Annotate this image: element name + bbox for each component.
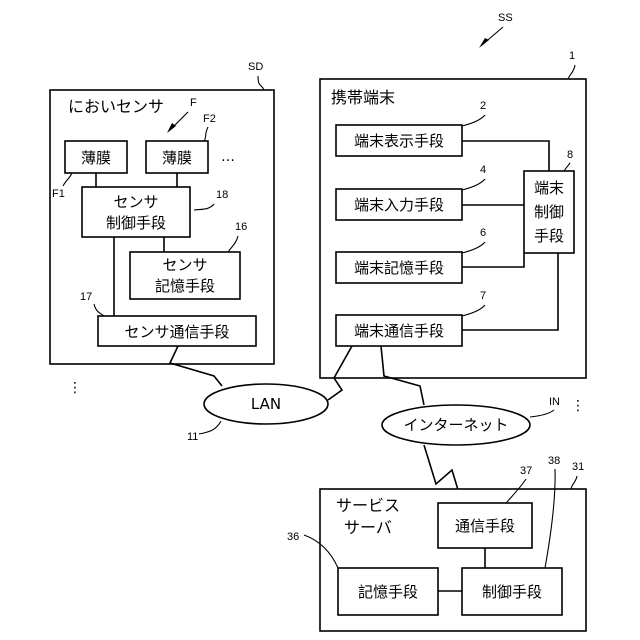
label-37: 37 bbox=[520, 465, 532, 477]
sensor-control-label-line1: センサ bbox=[113, 193, 158, 211]
sensor-comm-label: センサ通信手段 bbox=[124, 323, 229, 341]
label-38: 38 bbox=[548, 455, 560, 467]
label-4: 4 bbox=[480, 164, 486, 176]
terminal-storage-label: 端末記憶手段 bbox=[354, 259, 444, 277]
label-8: 8 bbox=[567, 149, 573, 161]
thin-film-ellipsis: … bbox=[221, 149, 235, 165]
sensor-storage-label-line2: 記憶手段 bbox=[155, 277, 215, 295]
sensor-control-label-line2: 制御手段 bbox=[106, 214, 166, 232]
terminal-display-label: 端末表示手段 bbox=[354, 132, 444, 150]
server-title-line1: サービス bbox=[336, 496, 400, 515]
vertical-ellipsis-right: ⋮ bbox=[571, 398, 585, 414]
label-17: 17 bbox=[80, 291, 92, 303]
label-f: F bbox=[190, 97, 197, 109]
server-comm-label: 通信手段 bbox=[455, 517, 515, 535]
sd-leader bbox=[258, 76, 264, 90]
r11-leader bbox=[199, 421, 221, 434]
vertical-ellipsis-left: ⋮ bbox=[68, 380, 82, 396]
label-in: IN bbox=[549, 396, 560, 408]
sensor-device-title: においセンサ bbox=[68, 97, 164, 116]
label-11: 11 bbox=[187, 431, 198, 443]
label-18: 18 bbox=[216, 189, 228, 201]
label-16: 16 bbox=[235, 221, 247, 233]
internet-label: インターネット bbox=[403, 416, 508, 434]
server-control-label: 制御手段 bbox=[482, 583, 542, 601]
terminal-control-label-line1: 端末 bbox=[534, 179, 564, 197]
terminal-control-label-line2: 制御 bbox=[534, 203, 564, 221]
label-6: 6 bbox=[480, 227, 486, 239]
server-storage-label: 記憶手段 bbox=[358, 583, 418, 601]
r1-leader bbox=[568, 65, 575, 79]
label-2: 2 bbox=[480, 100, 486, 112]
terminal-title: 携帯端末 bbox=[331, 88, 395, 107]
sensor-storage-label-line1: センサ bbox=[162, 256, 207, 274]
terminal-input-label: 端末入力手段 bbox=[354, 196, 444, 214]
label-sd: SD bbox=[248, 61, 263, 73]
thin-film-1-label: 薄膜 bbox=[81, 149, 111, 167]
thin-film-2-label: 薄膜 bbox=[162, 149, 192, 167]
server-title-line2: サーバ bbox=[344, 518, 392, 537]
lan-label: LAN bbox=[251, 395, 281, 413]
ss-arrow-head bbox=[479, 38, 489, 48]
label-f2: F2 bbox=[203, 113, 216, 125]
in-leader bbox=[530, 410, 554, 417]
label-7: 7 bbox=[480, 290, 486, 302]
label-ss: SS bbox=[498, 12, 513, 24]
label-36: 36 bbox=[287, 531, 299, 543]
r31-leader bbox=[571, 476, 577, 489]
terminal-comm-label: 端末通信手段 bbox=[354, 322, 444, 340]
label-1: 1 bbox=[569, 50, 575, 62]
label-f1: F1 bbox=[52, 188, 65, 200]
label-31: 31 bbox=[572, 461, 584, 473]
terminal-control-label-line3: 手段 bbox=[534, 227, 564, 245]
